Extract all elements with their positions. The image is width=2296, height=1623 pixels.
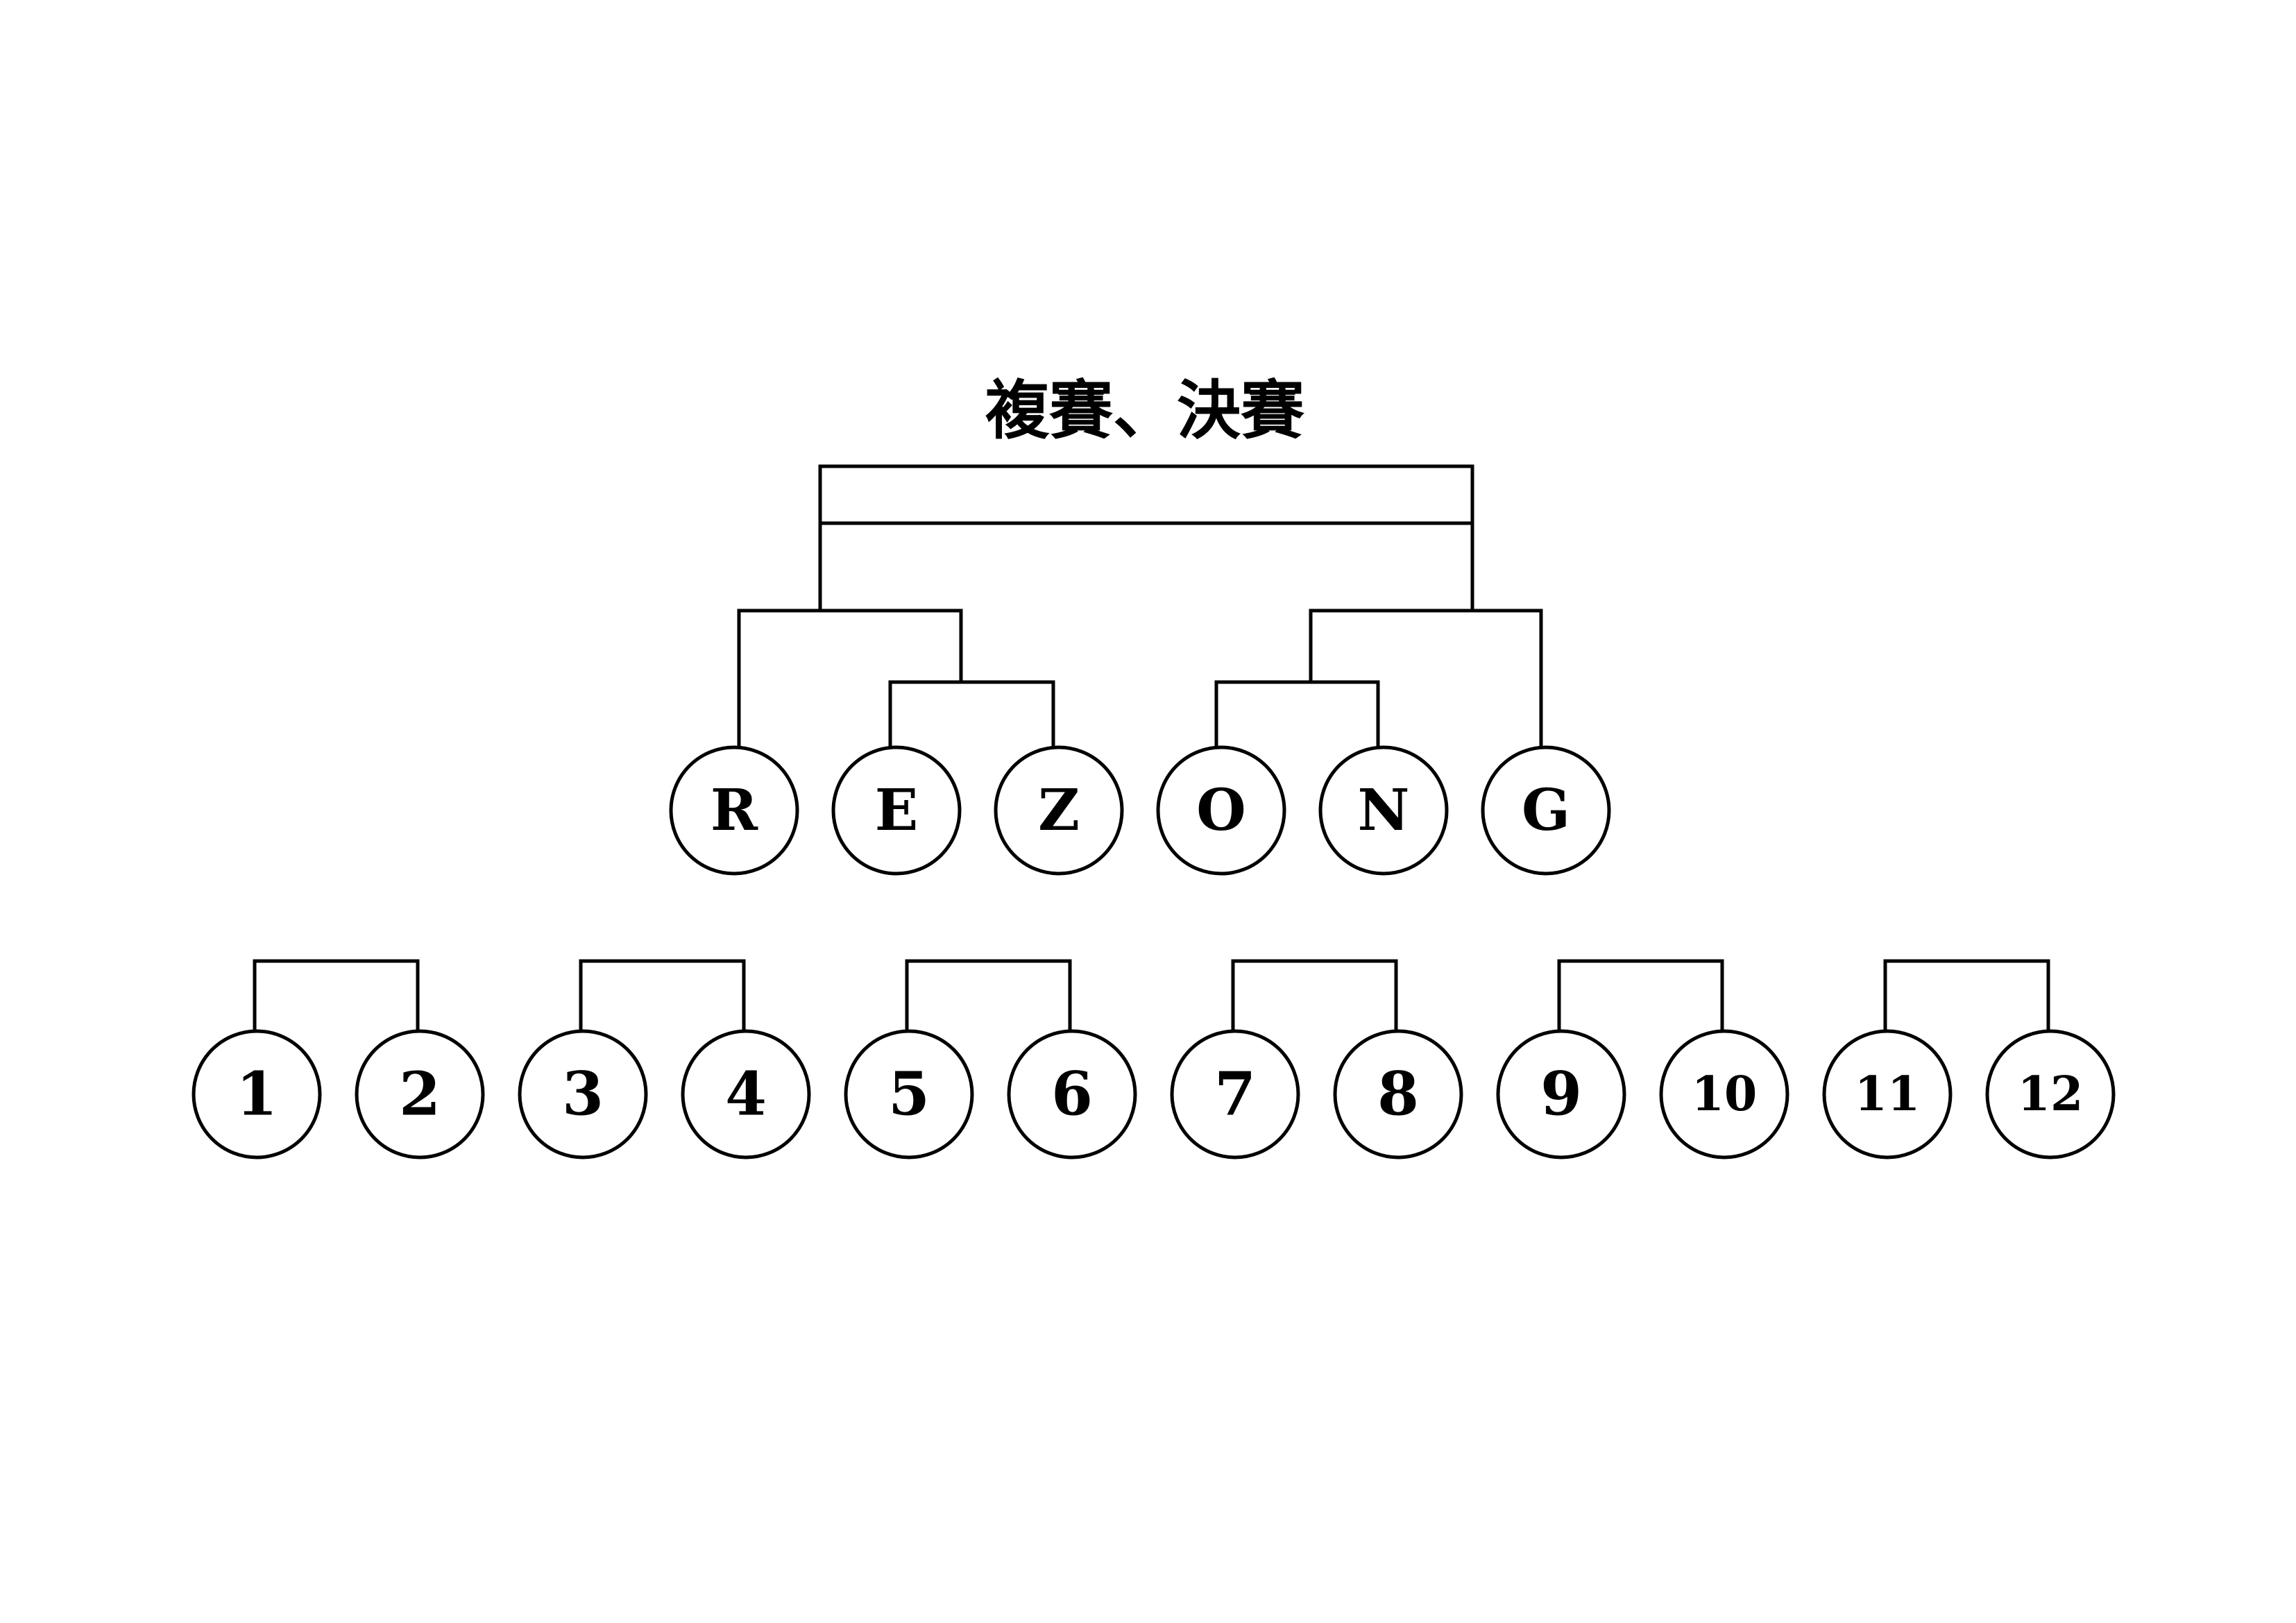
final-box-top-row	[818, 464, 1474, 525]
first-round-node-10-label: 10	[1692, 1067, 1758, 1122]
first-round-node-3: 3	[518, 1029, 648, 1159]
second-round-node-5-label: N	[1358, 777, 1410, 844]
bracket-title: 複賽、決賽	[985, 374, 1304, 448]
first-round-node-2-circle	[355, 1029, 485, 1159]
second-round-node-1-label: R	[711, 777, 758, 844]
bracket-connectors	[253, 521, 2050, 1033]
first-round-node-11-label: 11	[1855, 1067, 1921, 1122]
second-round-node-4-circle	[1156, 745, 1286, 876]
first-round-node-1: 1	[192, 1029, 322, 1159]
first-round-node-11-circle	[1822, 1029, 1953, 1159]
first-round-node-3-label: 3	[562, 1060, 604, 1130]
first-round-node-5-label: 5	[888, 1060, 930, 1130]
first-round-node-4-label: 4	[725, 1060, 767, 1130]
second-round-node-3-label: Z	[1038, 777, 1080, 844]
first-round-node-4-circle	[681, 1029, 811, 1159]
second-round-node-2: E	[831, 745, 962, 876]
first-round-node-6-circle	[1007, 1029, 1137, 1159]
second-round-node-5: N	[1318, 745, 1449, 876]
second-round-node-4-label: O	[1196, 777, 1245, 844]
first-round-node-5-circle	[844, 1029, 974, 1159]
second-round-node-1-circle	[669, 745, 799, 876]
first-round-node-12-label: 12	[2018, 1067, 2084, 1122]
second-round-node-2-circle	[831, 745, 962, 876]
second-round-node-3: Z	[994, 745, 1124, 876]
first-round-node-12-circle	[1985, 1029, 2116, 1159]
second-round-node-2-label: E	[875, 777, 919, 844]
first-round-node-9: 9	[1496, 1029, 1626, 1159]
first-round-node-2: 2	[355, 1029, 485, 1159]
first-round-node-10: 10	[1659, 1029, 1789, 1159]
second-round-node-3-circle	[994, 745, 1124, 876]
second-round-node-6-label: G	[1522, 777, 1570, 844]
first-round-node-8-label: 8	[1377, 1060, 1419, 1130]
first-round-node-12: 12	[1985, 1029, 2116, 1159]
first-round-node-1-label: 1	[236, 1060, 278, 1130]
first-round-node-10-circle	[1659, 1029, 1789, 1159]
first-round-node-9-circle	[1496, 1029, 1626, 1159]
second-round-node-6: G	[1481, 745, 1611, 876]
second-round-node-5-circle	[1318, 745, 1449, 876]
final-box-group	[818, 464, 1474, 525]
first-round-node-7: 7	[1170, 1029, 1300, 1159]
second-round-node-6-circle	[1481, 745, 1611, 876]
first-round-node-5: 5	[844, 1029, 974, 1159]
first-round-node-11: 11	[1822, 1029, 1953, 1159]
second-round-node-4: O	[1156, 745, 1286, 876]
first-round-node-9-label: 9	[1540, 1060, 1582, 1130]
first-round-node-8: 8	[1333, 1029, 1463, 1159]
first-round-node-7-label: 7	[1214, 1060, 1256, 1130]
second-round-node-1: R	[669, 745, 799, 876]
first-round-node-1-circle	[192, 1029, 322, 1159]
first-round-node-6-label: 6	[1051, 1060, 1093, 1130]
first-round-node-7-circle	[1170, 1029, 1300, 1159]
first-round-node-2-label: 2	[399, 1060, 441, 1130]
first-round-node-3-circle	[518, 1029, 648, 1159]
first-round-node-6: 6	[1007, 1029, 1137, 1159]
first-round-node-8-circle	[1333, 1029, 1463, 1159]
first-round-node-4: 4	[681, 1029, 811, 1159]
